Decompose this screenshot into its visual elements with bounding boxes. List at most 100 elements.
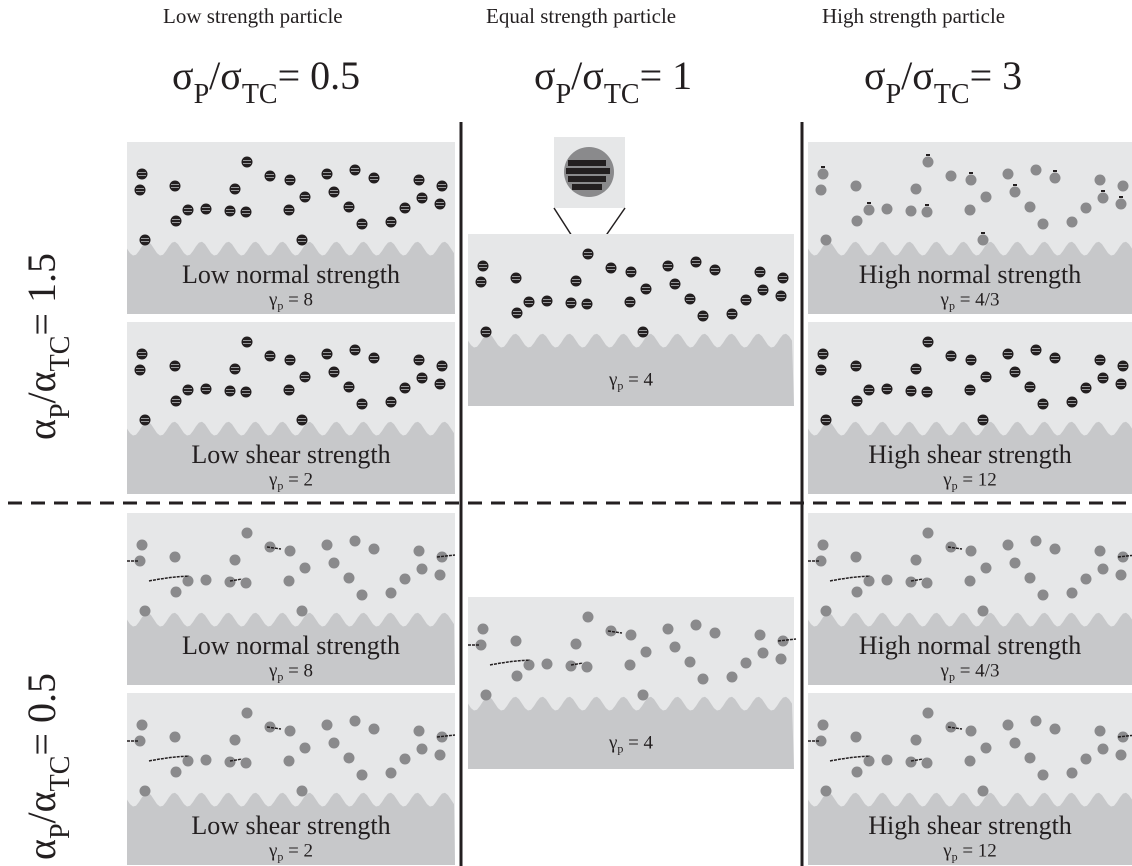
particle-crack <box>607 266 615 270</box>
particle-crack <box>401 386 409 390</box>
particle-crack <box>172 219 180 223</box>
particle-crack <box>330 190 338 194</box>
particles <box>815 154 1129 246</box>
particle <box>1115 749 1127 761</box>
substrate <box>127 792 455 865</box>
particle <box>200 754 212 766</box>
particle <box>399 573 411 585</box>
particle-crack <box>370 176 378 180</box>
particle <box>905 756 917 768</box>
particle <box>1002 719 1014 731</box>
particle-crack <box>242 210 250 214</box>
particle <box>669 278 681 290</box>
particle-crack <box>1011 370 1019 374</box>
particle <box>328 186 340 198</box>
particle <box>709 627 721 639</box>
particle-crack <box>513 311 521 315</box>
particle <box>965 354 977 366</box>
particle <box>328 557 340 569</box>
particle <box>283 384 295 396</box>
particle <box>910 734 922 746</box>
particle <box>820 414 832 426</box>
particle <box>905 576 917 588</box>
particle <box>570 638 582 650</box>
particle <box>850 731 862 743</box>
particle <box>139 785 151 797</box>
particle <box>1066 587 1078 599</box>
particle-crack <box>525 300 533 304</box>
particle-crack <box>345 205 353 209</box>
particle <box>368 723 380 735</box>
particle-crack <box>351 168 359 172</box>
interface-crack <box>127 726 456 762</box>
particle <box>815 735 827 747</box>
particle-crack <box>387 400 395 404</box>
panel-bot-mid: γp = 4 <box>468 597 797 769</box>
gamma-label: γp = 8 <box>268 660 313 683</box>
particle <box>964 384 976 396</box>
particle-crack <box>387 220 395 224</box>
gamma-label: γp = 12 <box>942 469 997 492</box>
particle <box>349 164 361 176</box>
substrate <box>468 696 794 769</box>
particle <box>817 719 829 731</box>
particle-crack <box>436 382 444 386</box>
particle <box>385 767 397 779</box>
particle <box>1066 216 1078 228</box>
particle <box>851 586 863 598</box>
particle <box>1115 198 1127 210</box>
particle <box>399 382 411 394</box>
particle <box>1037 218 1049 230</box>
particle <box>684 656 696 668</box>
particle <box>510 272 522 284</box>
particle <box>284 725 296 737</box>
particle-crack <box>477 280 485 284</box>
particle-crack <box>699 314 707 318</box>
particle <box>475 639 487 651</box>
particle-crack <box>627 270 635 274</box>
particle <box>134 184 146 196</box>
particle <box>863 755 875 767</box>
particle <box>368 543 380 555</box>
panel-top-mid: γp = 4 <box>468 234 794 406</box>
particle-crack <box>351 348 359 352</box>
gamma-label: γp = 4/3 <box>940 660 1000 683</box>
panel-strength-label: Low shear strength <box>191 440 390 469</box>
gamma-label: γp = 4 <box>608 369 654 392</box>
particle <box>905 385 917 397</box>
particle <box>296 605 308 617</box>
particle <box>475 276 487 288</box>
substrate <box>468 333 794 406</box>
particle <box>343 752 355 764</box>
column-title-low: Low strength particle <box>163 4 343 28</box>
panel-strength-label: Low normal strength <box>182 260 400 289</box>
particle <box>815 364 827 376</box>
particle <box>200 203 212 215</box>
particle <box>321 348 333 360</box>
particle <box>399 753 411 765</box>
particle-crack <box>301 375 309 379</box>
particle <box>921 757 933 769</box>
particle <box>709 264 721 276</box>
particle <box>434 378 446 390</box>
particle-crack <box>370 356 378 360</box>
column-title-equal: Equal strength particle <box>486 4 677 28</box>
particle <box>726 308 738 320</box>
particle <box>921 577 933 589</box>
particle <box>224 205 236 217</box>
particle <box>224 756 236 768</box>
particle <box>740 657 752 669</box>
particle <box>413 174 425 186</box>
particle <box>965 725 977 737</box>
particle <box>980 742 992 754</box>
particle <box>1049 172 1061 184</box>
particle <box>477 623 489 635</box>
particle <box>510 635 522 647</box>
particle-crack <box>817 368 825 372</box>
particle <box>570 275 582 287</box>
particles <box>815 527 1129 617</box>
particle <box>815 184 827 196</box>
particle-crack <box>330 370 338 374</box>
particle-crack <box>323 352 331 356</box>
panel-strength-label: High shear strength <box>868 811 1072 840</box>
